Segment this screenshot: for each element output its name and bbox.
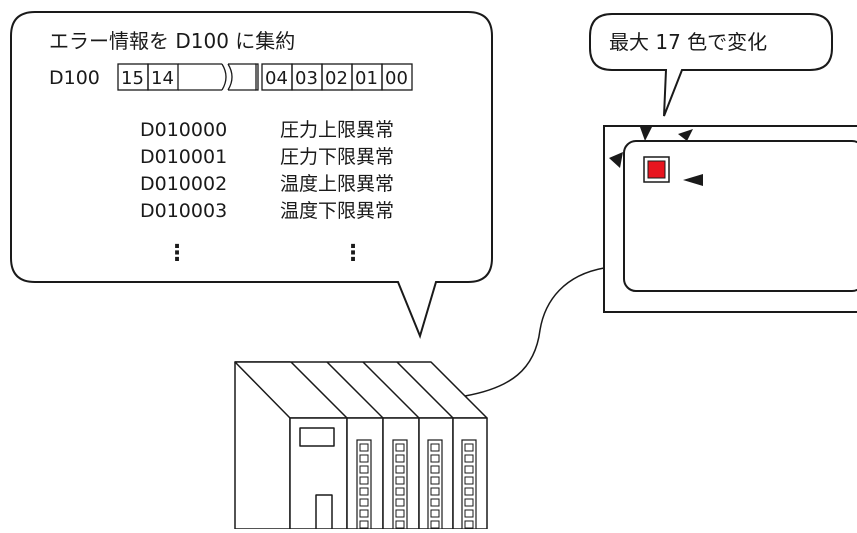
io-terminal [430,509,440,518]
bit-label-15: 15 [121,68,144,89]
bit-label-03: 03 [295,68,318,89]
continuation-mark-codes: ⋮ [166,241,188,266]
io-terminal [359,443,369,452]
io-terminal [464,520,474,529]
io-terminal [395,476,405,485]
io-terminal [359,498,369,507]
io-terminal [359,509,369,518]
bit-label-14: 14 [151,68,174,89]
io-terminal [430,454,440,463]
arrow-lamp-right-icon [683,174,703,186]
display-screen-inner-frame [623,140,857,292]
register-bit-strip [117,63,413,91]
io-terminal [464,509,474,518]
right-callout-title: 最大 17 色で変化 [609,30,767,54]
left-callout-title: エラー情報を D100 に集約 [49,29,295,53]
io-terminal [395,487,405,496]
bit-strip-divider [255,63,259,91]
io-terminal [430,443,440,452]
io-terminal [395,465,405,474]
error-description-3: 温度下限異常 [280,200,394,222]
error-code-1: D010001 [140,146,227,168]
bit-strip-break-mark [221,63,233,91]
error-description-0: 圧力上限異常 [280,119,394,141]
io-terminal [395,520,405,529]
io-terminal [464,498,474,507]
plc-cpu-display-window [299,427,335,447]
plc-io-leds [356,439,477,530]
left-callout-bubble [10,11,493,340]
bit-label-00: 00 [385,68,408,89]
bit-cell-00-box [381,63,413,91]
plc-top-module-lines [290,361,454,419]
io-terminal [430,476,440,485]
io-terminal [395,509,405,518]
continuation-mark-descriptions: ⋮ [342,241,364,266]
bit-label-04: 04 [265,68,288,89]
right-callout-bubble [589,13,833,117]
arrow-lamp-corner-icon [678,129,693,141]
plc-cpu-port [315,494,333,530]
arrow-left-frame-icon [609,152,623,168]
io-terminal [430,520,440,529]
io-terminal [359,465,369,474]
error-code-3: D010003 [140,200,227,222]
bit-strip-segment-right [228,63,256,91]
io-terminal [464,465,474,474]
error-description-2: 温度上限異常 [280,173,394,195]
bit-label-02: 02 [325,68,348,89]
bit-label-01: 01 [355,68,378,89]
io-terminal [395,498,405,507]
io-terminal [395,454,405,463]
error-description-1: 圧力下限異常 [280,146,394,168]
io-terminal [464,487,474,496]
io-terminal [359,520,369,529]
io-terminal [464,443,474,452]
io-terminal [464,454,474,463]
io-terminal [464,476,474,485]
io-terminal [359,454,369,463]
io-terminal [430,465,440,474]
io-terminal [395,443,405,452]
io-terminal [430,498,440,507]
error-code-0: D010000 [140,119,227,141]
arrow-lamp-top-icon [640,127,652,141]
io-terminal [430,487,440,496]
register-label: D100 [49,67,100,89]
bit-strip-segment-left [178,63,222,91]
io-terminal [359,476,369,485]
io-terminal [359,487,369,496]
color-lamp [647,160,666,179]
connection-cable [464,267,605,397]
error-code-2: D010002 [140,173,227,195]
bit-cell-14-box [147,63,179,91]
